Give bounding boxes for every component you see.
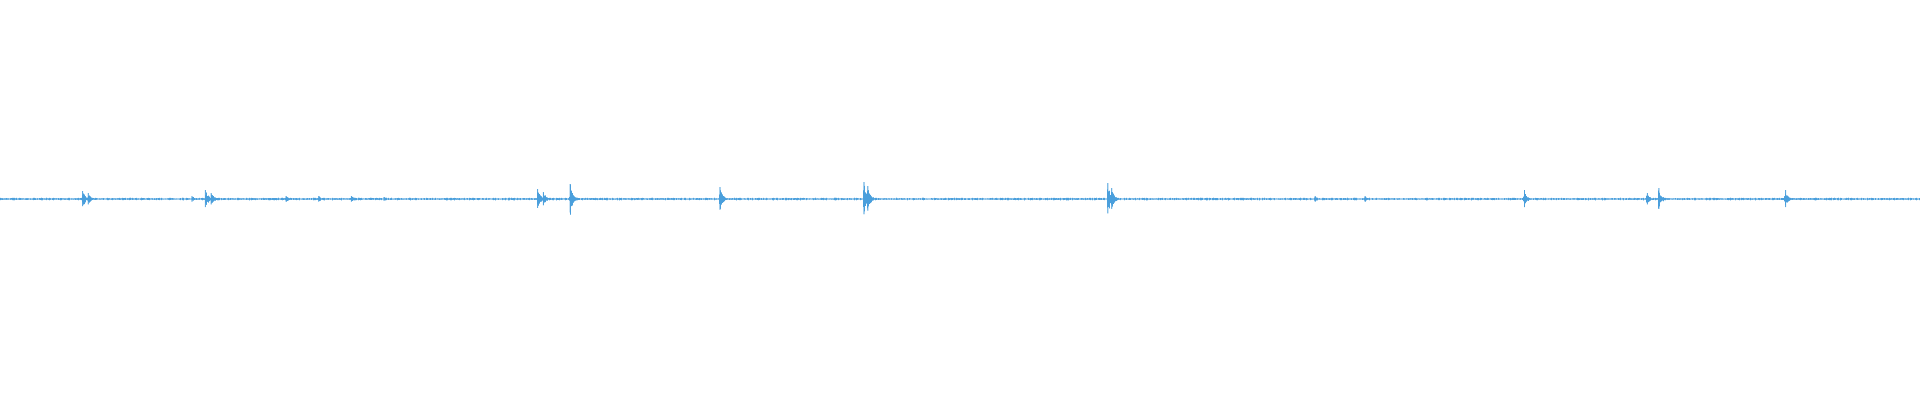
- waveform-series: [0, 182, 1920, 215]
- waveform-envelope: [0, 184, 1920, 215]
